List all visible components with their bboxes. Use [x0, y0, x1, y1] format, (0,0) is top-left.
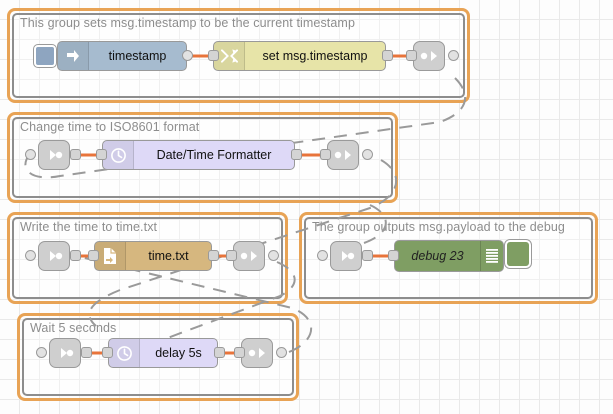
file-input-port[interactable] — [88, 250, 99, 261]
node-link-out-1[interactable] — [413, 41, 445, 71]
change-output-port[interactable] — [382, 50, 393, 61]
node-link-out-3[interactable] — [233, 241, 265, 271]
inject-output-port[interactable] — [182, 50, 193, 61]
link-out-3-input-port[interactable] — [226, 250, 237, 261]
link-out-1-output-port[interactable] — [448, 50, 459, 61]
link-out-1-input-port[interactable] — [406, 50, 417, 61]
clock-icon — [109, 339, 140, 367]
link-in-5-input-port[interactable] — [36, 347, 47, 358]
link-out-3-output-port[interactable] — [268, 250, 279, 261]
formatter-output-port[interactable] — [291, 149, 302, 160]
link-in-4-output-port[interactable] — [362, 250, 373, 261]
node-link-in-5[interactable] — [49, 338, 81, 368]
clock-icon — [103, 141, 134, 169]
node-file-label: time.txt — [148, 249, 189, 263]
inject-trigger-button[interactable] — [33, 44, 57, 68]
link-in-2-output-port[interactable] — [70, 149, 81, 160]
node-inject-label: timestamp — [108, 49, 167, 63]
group-label-write-file: Write the time to time.txt — [20, 220, 158, 234]
link-in-5-output-port[interactable] — [81, 347, 92, 358]
node-change-set-timestamp[interactable]: set msg.timestamp — [213, 41, 386, 71]
link-out-icon — [248, 348, 265, 358]
node-delay-label: delay 5s — [155, 346, 202, 360]
link-in-3-output-port[interactable] — [70, 250, 81, 261]
file-out-icon — [95, 242, 126, 270]
node-datetime-formatter[interactable]: Date/Time Formatter — [102, 140, 295, 170]
link-out-2-output-port[interactable] — [362, 149, 373, 160]
debug-input-port[interactable] — [388, 250, 399, 261]
delay-output-port[interactable] — [214, 347, 225, 358]
file-output-port[interactable] — [208, 250, 219, 261]
link-out-5-input-port[interactable] — [234, 347, 245, 358]
node-file-write[interactable]: time.txt — [94, 241, 212, 271]
node-debug-23[interactable]: debug 23 — [394, 240, 504, 272]
group-label-debug: The group outputs msg.payload to the deb… — [312, 220, 565, 234]
node-formatter-label: Date/Time Formatter — [156, 148, 272, 162]
node-inject-timestamp[interactable]: timestamp — [57, 41, 187, 71]
debug-stripe-icon — [480, 241, 503, 271]
group-label-delay: Wait 5 seconds — [30, 321, 117, 335]
shuffle-icon — [214, 42, 245, 70]
debug-enable-toggle[interactable] — [504, 239, 532, 269]
link-in-3-input-port[interactable] — [25, 250, 36, 261]
arrow-right-icon — [58, 42, 89, 70]
group-label-timestamp: This group sets msg.timestamp to be the … — [20, 16, 355, 30]
link-out-icon — [334, 150, 351, 160]
node-link-in-4[interactable] — [330, 241, 362, 271]
group-label-iso8601: Change time to ISO8601 format — [20, 120, 200, 134]
link-in-icon — [337, 251, 355, 261]
link-in-2-input-port[interactable] — [25, 149, 36, 160]
link-out-5-output-port[interactable] — [276, 347, 287, 358]
change-input-port[interactable] — [208, 50, 219, 61]
node-link-out-2[interactable] — [327, 140, 359, 170]
link-out-2-input-port[interactable] — [320, 149, 331, 160]
link-in-4-input-port[interactable] — [317, 250, 328, 261]
node-link-in-3[interactable] — [38, 241, 70, 271]
link-out-icon — [420, 51, 437, 61]
link-in-icon — [45, 150, 63, 160]
node-debug-label: debug 23 — [411, 249, 464, 263]
node-change-label: set msg.timestamp — [262, 49, 368, 63]
node-delay[interactable]: delay 5s — [108, 338, 218, 368]
link-in-icon — [45, 251, 63, 261]
link-in-icon — [56, 348, 74, 358]
formatter-input-port[interactable] — [96, 149, 107, 160]
link-out-icon — [240, 251, 257, 261]
node-link-out-5[interactable] — [241, 338, 273, 368]
node-link-in-2[interactable] — [38, 140, 70, 170]
delay-input-port[interactable] — [102, 347, 113, 358]
